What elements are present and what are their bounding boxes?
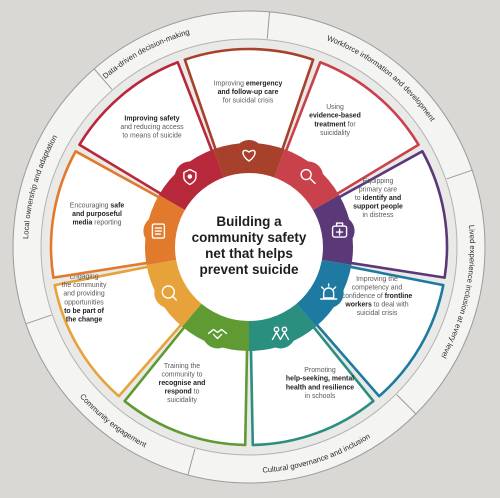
outer-ring-divider <box>25 314 52 325</box>
checklist-icon <box>151 223 166 239</box>
outer-ring-divider <box>93 68 113 90</box>
handshake-icon <box>207 328 228 340</box>
outer-ring-divider <box>446 169 473 180</box>
siren-icon <box>319 283 338 300</box>
outer-ring-divider <box>187 448 196 476</box>
center-title-line-3: net that helps <box>205 246 293 261</box>
shield-icon <box>183 168 197 186</box>
outer-ring-divider <box>396 394 417 415</box>
segment-icon-bubble <box>202 318 233 349</box>
segment-icon-bubble <box>293 161 324 192</box>
magnifier-icon <box>300 168 316 185</box>
center-title-line-2: community safety <box>192 230 307 245</box>
segment-icon-bubble <box>265 318 296 349</box>
segment-icon-bubble <box>154 278 185 308</box>
people-icon <box>271 326 290 341</box>
outer-ring-divider <box>266 11 271 39</box>
center-title-line-1: Building a <box>216 214 282 229</box>
center-hub <box>175 173 323 321</box>
medical-bag-icon <box>331 222 348 238</box>
segment-icon-bubble <box>234 140 264 170</box>
segment-icon-bubble <box>313 278 344 308</box>
chat-icon <box>161 285 178 301</box>
heart-icon <box>242 149 256 162</box>
center-title-line-4: prevent suicide <box>199 262 299 277</box>
